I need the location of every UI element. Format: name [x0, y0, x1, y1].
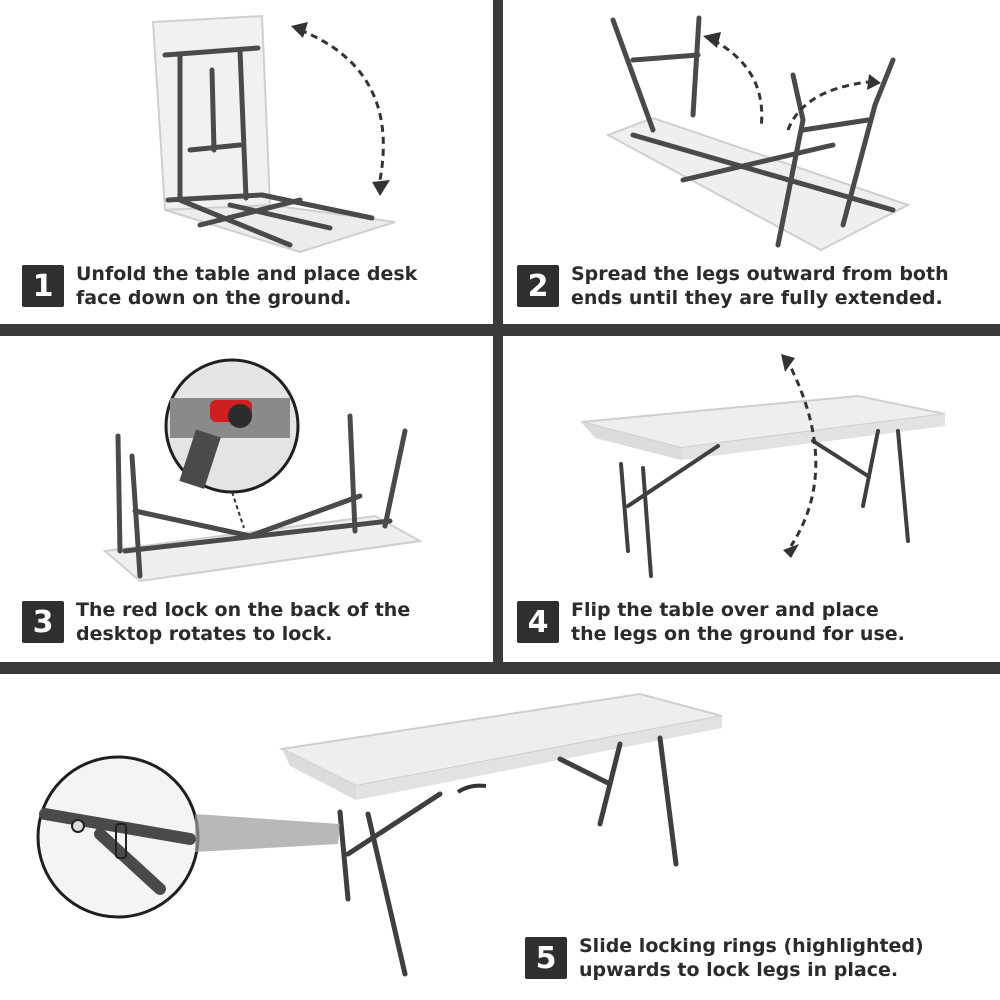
divider-horizontal-1: [0, 324, 1000, 336]
step-5-badge: 5: [525, 937, 567, 979]
step-4-panel: 4 Flip the table over and place the legs…: [503, 336, 1000, 662]
step-5-panel: 5 Slide locking rings (highlighted) upwa…: [0, 674, 1000, 1000]
step-5-caption: 5 Slide locking rings (highlighted) upwa…: [525, 934, 999, 982]
divider-horizontal-2: [0, 662, 1000, 674]
step-3-panel: 3 The red lock on the back of the deskto…: [0, 336, 493, 662]
step-4-text: Flip the table over and place the legs o…: [571, 599, 905, 645]
step-5-text: Slide locking rings (highlighted) upward…: [579, 935, 924, 981]
step-1-caption: 1 Unfold the table and place desk face d…: [22, 262, 456, 310]
step-3-text: The red lock on the back of the desktop …: [76, 599, 411, 645]
step-5-illustration: [36, 692, 723, 977]
step-2-text: Spread the legs outward from both ends u…: [571, 263, 949, 309]
step-1-panel: 1 Unfold the table and place desk face d…: [0, 0, 493, 324]
step-4-caption: 4 Flip the table over and place the legs…: [517, 598, 991, 646]
step-1-text: Unfold the table and place desk face dow…: [76, 263, 418, 309]
step-1-illustration: [151, 14, 396, 254]
step-2-panel: 2 Spread the legs outward from both ends…: [503, 0, 1000, 324]
step-3-illustration: [102, 358, 424, 583]
step-2-caption: 2 Spread the legs outward from both ends…: [517, 262, 991, 310]
step-3-badge: 3: [22, 601, 64, 643]
step-4-illustration: [580, 354, 946, 578]
step-4-badge: 4: [517, 601, 559, 643]
step-2-badge: 2: [517, 265, 559, 307]
step-3-caption: 3 The red lock on the back of the deskto…: [22, 598, 456, 646]
step-2-illustration: [605, 15, 911, 252]
step-1-badge: 1: [22, 265, 64, 307]
